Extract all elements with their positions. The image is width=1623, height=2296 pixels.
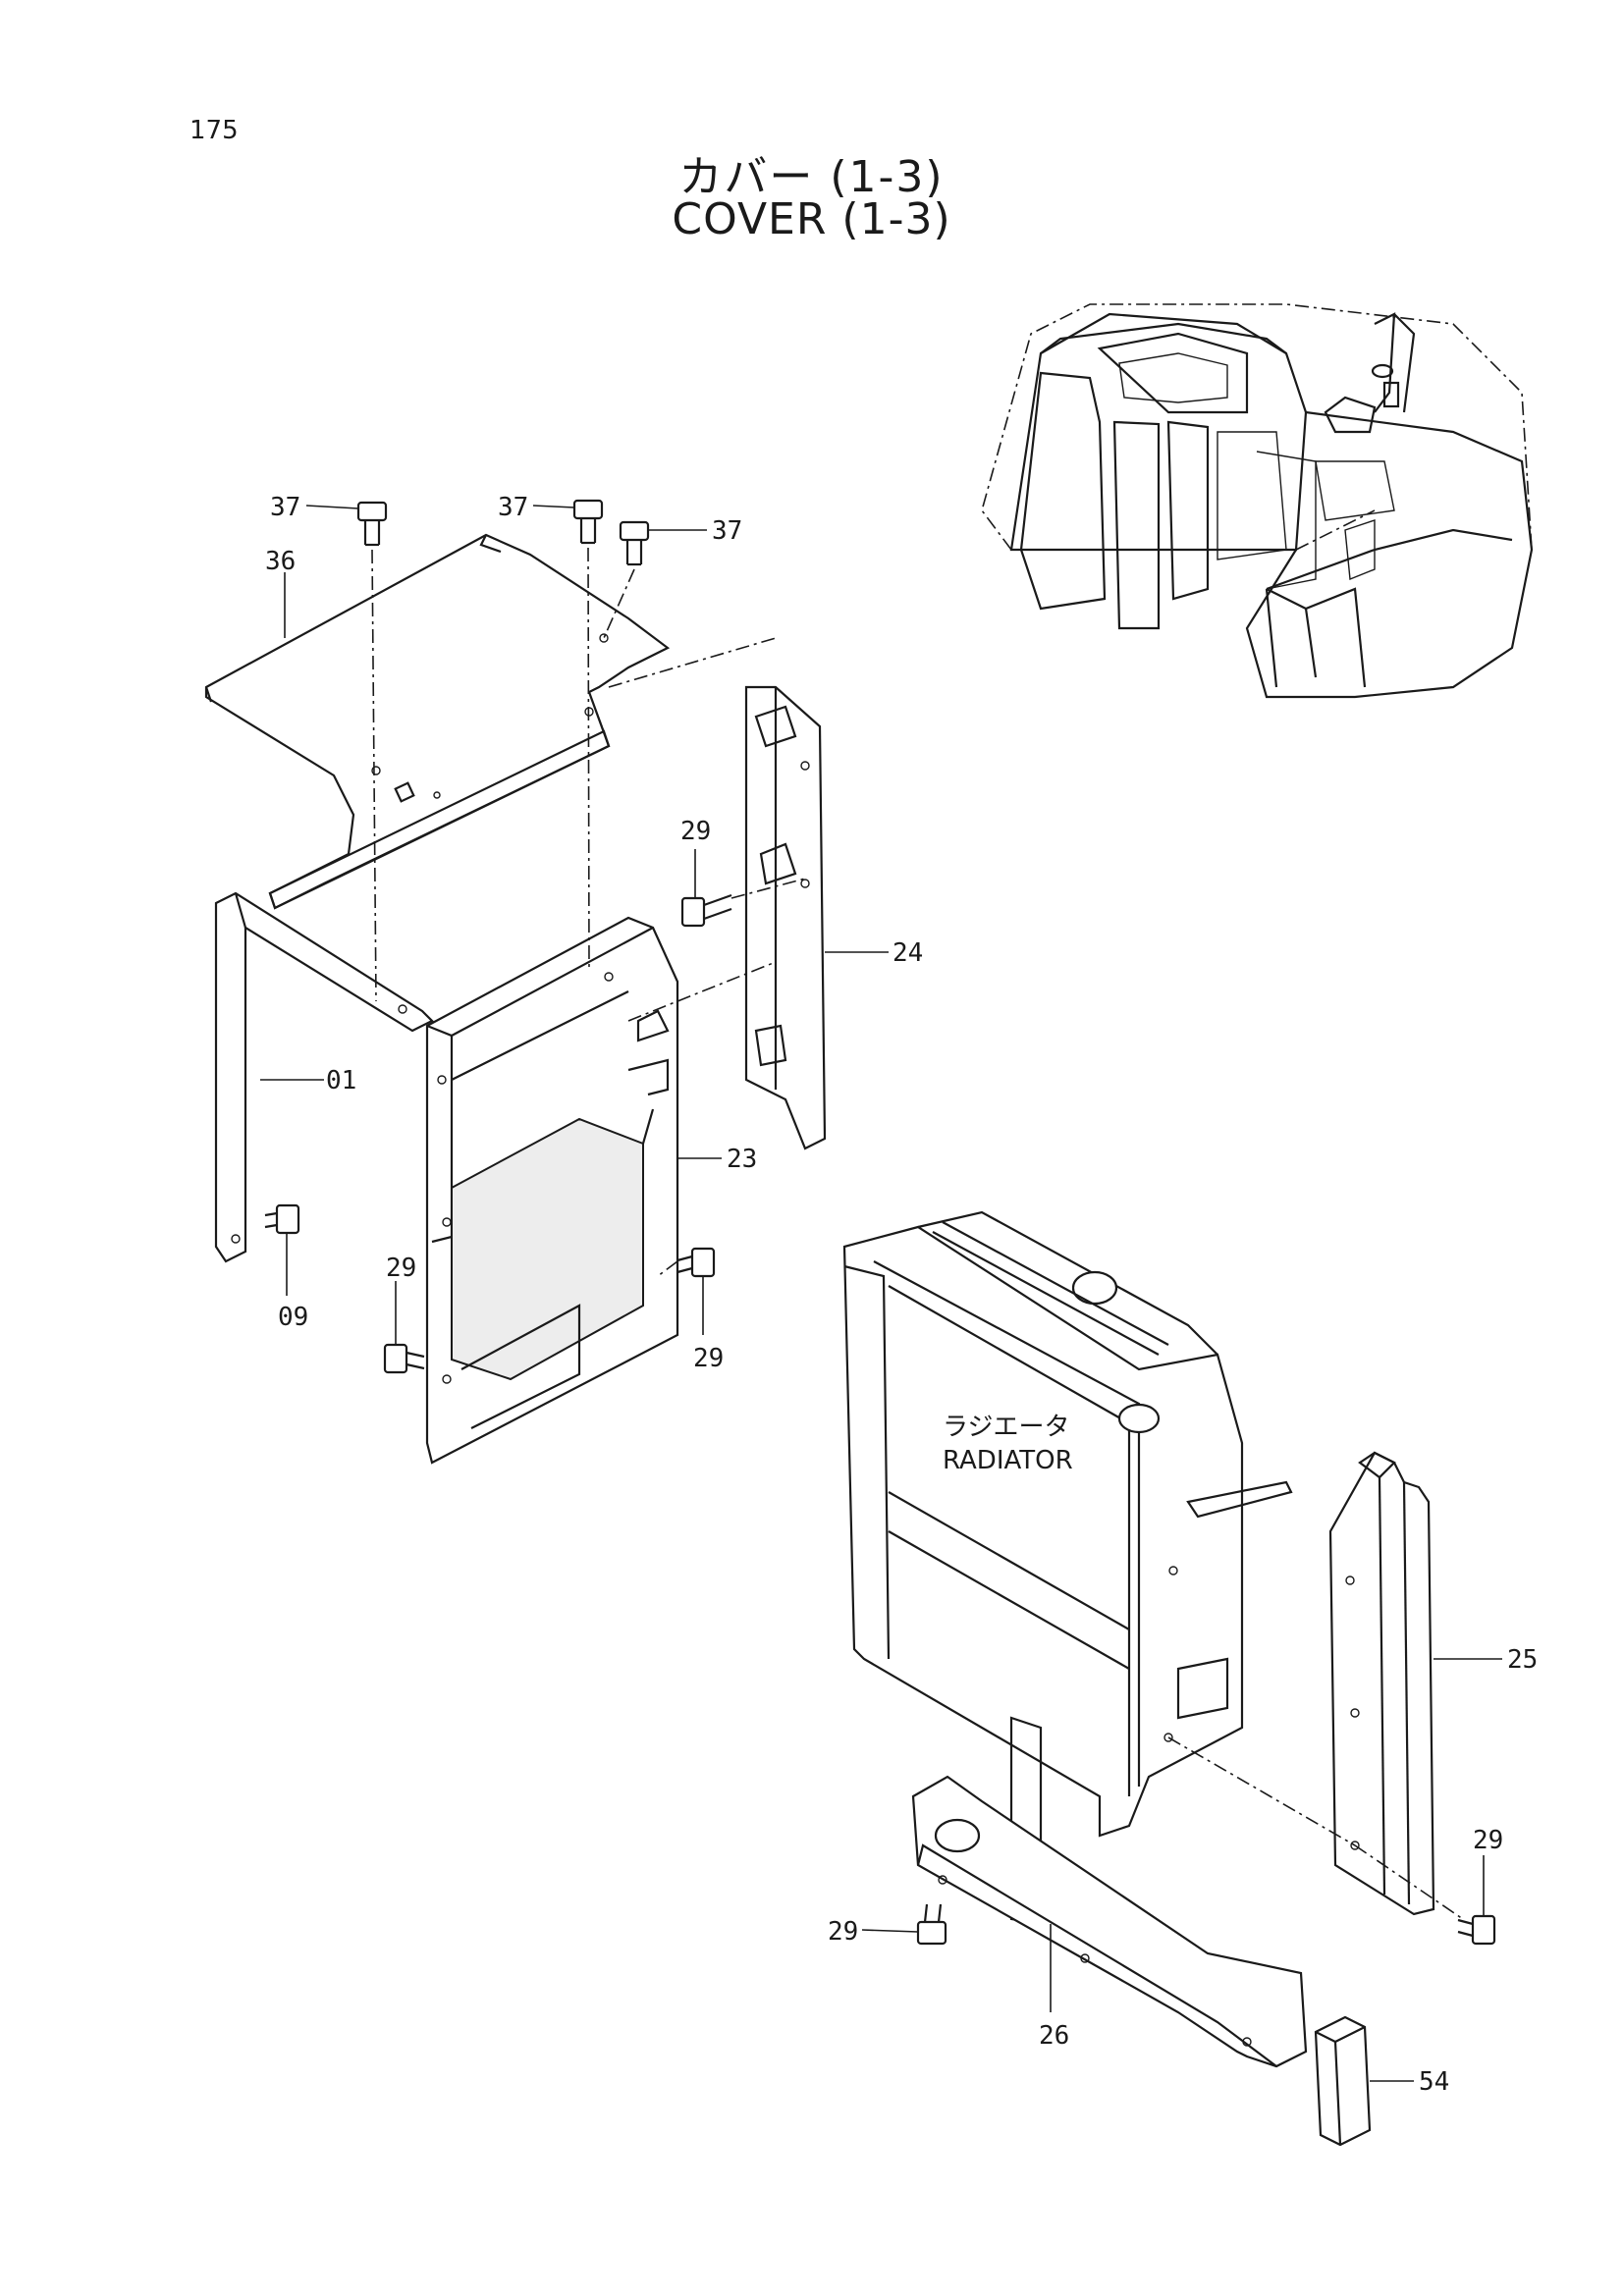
- radiator: [842, 1210, 1293, 1926]
- bolt-09: [264, 1203, 300, 1235]
- bolt-37b: [572, 499, 604, 545]
- callout-leaders: [260, 505, 1502, 2082]
- callout-29-duct: 29: [1473, 1826, 1503, 1855]
- radiator-label-japanese: ラジエータ: [943, 1413, 1069, 1442]
- callout-37-right: 37: [712, 516, 742, 546]
- callout-36: 36: [265, 547, 296, 576]
- part-36-top-cover: [204, 533, 671, 910]
- callout-24: 24: [893, 938, 923, 968]
- callout-29-panel-right: 29: [693, 1344, 724, 1373]
- excavator-locator-view: [981, 303, 1534, 699]
- callout-29-panel-left: 29: [386, 1254, 416, 1283]
- title-japanese: カバー (1-3): [678, 152, 945, 202]
- part-54-block: [1314, 2015, 1372, 2147]
- part-26-bracket: [911, 1775, 1308, 2068]
- callout-01: 01: [326, 1066, 356, 1095]
- bolt-29d: [1457, 1914, 1496, 1946]
- part-23-panel: [425, 916, 679, 1465]
- radiator-label-english: RADIATOR: [943, 1446, 1073, 1475]
- bolt-37c: [619, 520, 650, 566]
- callout-23: 23: [727, 1145, 757, 1174]
- title-english: COVER (1-3): [672, 194, 951, 244]
- callout-54: 54: [1419, 2067, 1449, 2097]
- assembly-lines: [371, 547, 1464, 1920]
- bolt-29c: [676, 1247, 716, 1278]
- callout-25: 25: [1507, 1645, 1538, 1675]
- callout-09: 09: [278, 1303, 308, 1332]
- part-01-bracket: [214, 891, 434, 1263]
- bolt-29a: [680, 893, 732, 928]
- bolt-29b: [383, 1343, 425, 1374]
- part-24-rail: [744, 685, 827, 1150]
- callout-26: 26: [1039, 2021, 1069, 2051]
- callout-37-left: 37: [270, 493, 300, 522]
- callout-29-rail: 29: [680, 817, 711, 846]
- callout-29-bracket: 29: [828, 1917, 858, 1947]
- callout-37-middle: 37: [498, 493, 528, 522]
- part-25-duct: [1328, 1451, 1435, 1916]
- bolt-37a: [356, 501, 388, 547]
- page-number: 175: [189, 116, 239, 145]
- bolt-29e: [916, 1903, 947, 1946]
- callout-labels: 37 37 37 36 29 24 01 23 09 29 29 25 29 2…: [265, 493, 1538, 2097]
